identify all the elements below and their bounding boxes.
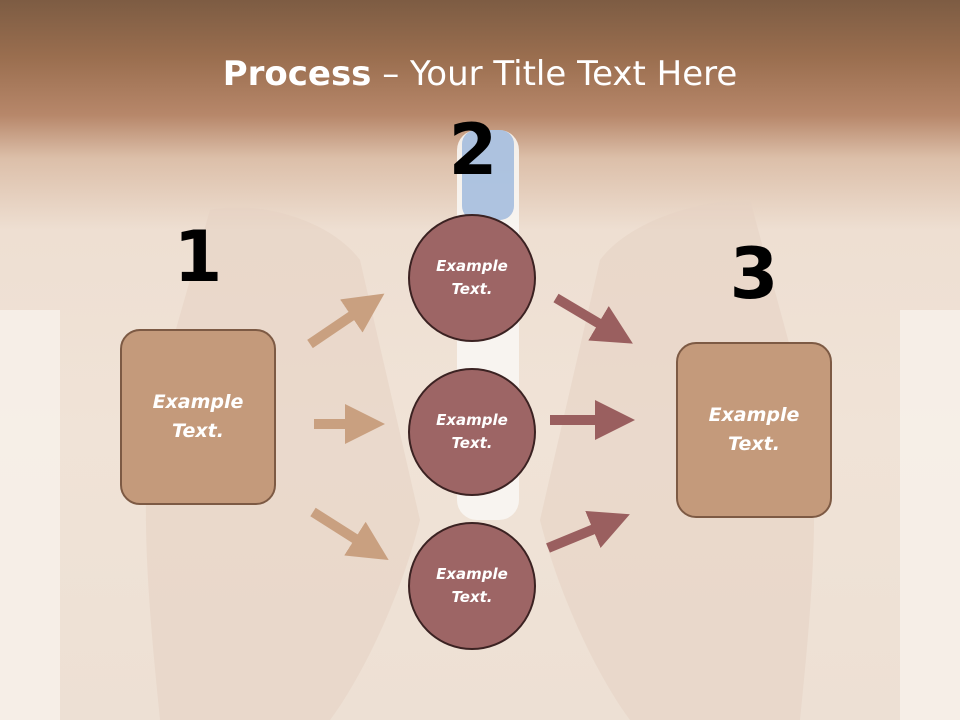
circle-middle-line2: Text. [451,434,493,452]
title-bold-part: Process [222,54,372,94]
right-box-line2: Text. [728,433,780,455]
left-step-box: Example Text. [120,329,276,505]
arrow-top-to-right [553,293,633,344]
circle-top-line1: Example [436,257,508,275]
circle-middle-line1: Example [436,411,508,429]
step-number-2: 2 [448,109,498,191]
left-box-line2: Text. [172,420,224,442]
step-number-3: 3 [729,233,779,315]
right-step-box: Example Text. [676,342,832,518]
arrow-left-to-bottom [310,507,389,561]
step-number-1: 1 [173,216,223,298]
circle-bottom: Example Text. [408,522,536,650]
circle-bottom-line1: Example [436,565,508,583]
right-box-line1: Example [708,404,800,426]
arrow-bottom-to-right [546,511,630,553]
arrow-left-to-top [307,293,385,349]
slide-title: Process – Your Title Text Here [0,52,960,96]
circle-top: Example Text. [408,214,536,342]
circle-top-line2: Text. [451,280,493,298]
circle-bottom-line2: Text. [451,588,493,606]
title-rest-part: – Your Title Text Here [371,54,738,94]
circle-middle: Example Text. [408,368,536,496]
left-box-line1: Example [152,391,244,413]
